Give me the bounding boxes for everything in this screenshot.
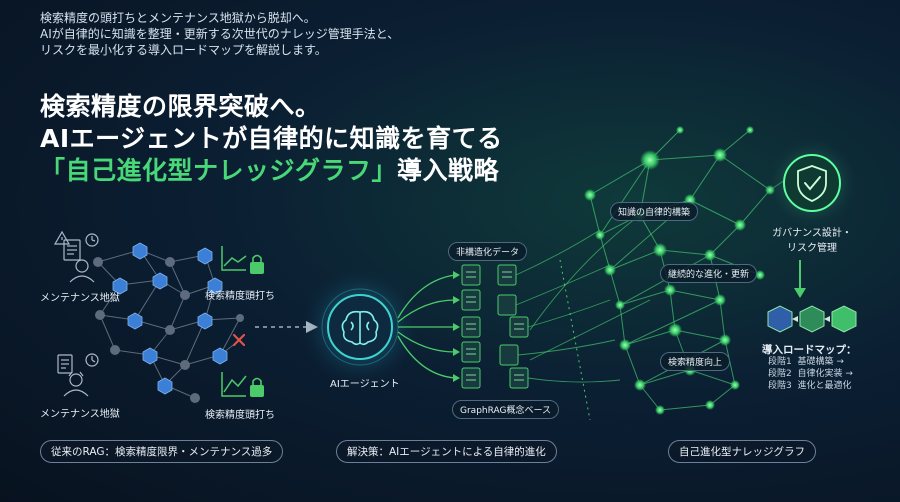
intro-line-2: AIが自律的に知識を整理・更新する次世代のナレッジ管理手法と、: [40, 27, 400, 41]
plateau-chart-icon-bottom: [221, 372, 247, 397]
document-lines: [466, 271, 524, 381]
x-mark-icon: [232, 333, 246, 347]
docs-to-graph-links: [515, 214, 651, 383]
lock-icon-bottom: [250, 377, 264, 397]
plateau-label-bottom: 検索精度頭打ち: [205, 410, 275, 421]
roadmap-arrows: [792, 316, 830, 322]
footer-pill-knowledge-graph: 自己進化型ナレッジグラフ: [668, 440, 816, 463]
shield-check-icon: [797, 165, 827, 202]
plateau-chart-icon-top: [221, 246, 247, 271]
governance-label-line-2: リスク管理: [787, 243, 837, 254]
headline-highlight: 「自己進化型ナレッジグラフ」: [40, 156, 398, 185]
legacy-rag-network: [97, 249, 241, 399]
governance-label: ガバナンス設計・ リスク管理: [764, 224, 860, 254]
roadmap-step-3-desc: 進化と最適化: [797, 381, 852, 391]
maintenance-label-top: メンテナンス地獄: [40, 293, 120, 304]
roadmap-step-2-desc: 自律化実装 →: [797, 369, 853, 379]
plateau-label-top: 検索精度頭打ち: [205, 291, 275, 302]
roadmap-step-1-label: 段階1: [768, 357, 792, 367]
tag-autonomous-build: 知識の自律的構築: [610, 202, 699, 221]
arrow-heads: [453, 271, 460, 382]
roadmap-step-1-desc: 基礎構築 →: [797, 357, 844, 367]
roadmap-step-2-label: 段階2: [768, 369, 792, 379]
tag-continuous-evolution: 継続的な進化・更新: [660, 264, 758, 283]
roadmap-step-3: 段階3 進化と最適化: [762, 380, 857, 392]
roadmap-step-1: 段階1 基礎構築 →: [762, 356, 857, 368]
headline-line-1: 検索精度の限界突破へ。: [40, 92, 321, 121]
document-clock-icon: [57, 353, 99, 374]
graphrag-tag: GraphRAG概念ベース: [452, 400, 560, 419]
footer-pill-solution: 解決策：AIエージェントによる自律的進化: [336, 440, 557, 463]
shield-down-arrow: [794, 260, 806, 298]
governance-shield: [764, 135, 860, 231]
dotted-divider: [559, 259, 591, 421]
headline-rest: 導入戦略: [397, 156, 500, 185]
roadmap-title: 導入ロードマップ：: [762, 344, 857, 356]
roadmap-panel: 導入ロードマップ： 段階1 基礎構築 → 段階2 自律化実装 → 段階3 進化と…: [762, 344, 857, 392]
footer-pill-legacy-rag: 従来のRAG：検索精度限界・メンテナンス過多: [40, 440, 284, 463]
agent-label: AIエージェント: [330, 379, 400, 390]
legacy-nodes-gray: [93, 257, 244, 403]
brain-icon: [341, 310, 379, 346]
governance-label-line-1: ガバナンス設計・: [772, 228, 852, 239]
stressed-person-icon: [69, 259, 95, 283]
roadmap-step-2: 段階2 自律化実装 →: [762, 368, 857, 380]
legacy-nodes-blue: [112, 242, 228, 395]
headline-line-3: 「自己進化型ナレッジグラフ」導入戦略: [40, 154, 499, 188]
agent-output-arrows: [397, 274, 456, 379]
maintenance-label-bottom: メンテナンス地獄: [40, 409, 120, 420]
intro-line-3: リスクを最小化する導入ロードマップを解説します。: [40, 43, 327, 57]
unstructured-data-tag: 非構造化データ: [448, 242, 528, 261]
data-document-cards: [461, 264, 529, 389]
warning-document-icon: [53, 230, 99, 261]
frustrated-person-icon: [63, 371, 89, 397]
intro-line-1: 検索精度の頭打ちとメンテナンス地獄から脱却へ。: [40, 11, 316, 25]
roadmap-cubes: [767, 305, 857, 333]
headline-line-2: AIエージェントが自律的に知識を育てる: [40, 124, 503, 153]
lock-icon-top: [250, 254, 264, 274]
tag-search-accuracy: 検索精度向上: [660, 352, 731, 371]
roadmap-step-3-label: 段階3: [768, 381, 792, 391]
